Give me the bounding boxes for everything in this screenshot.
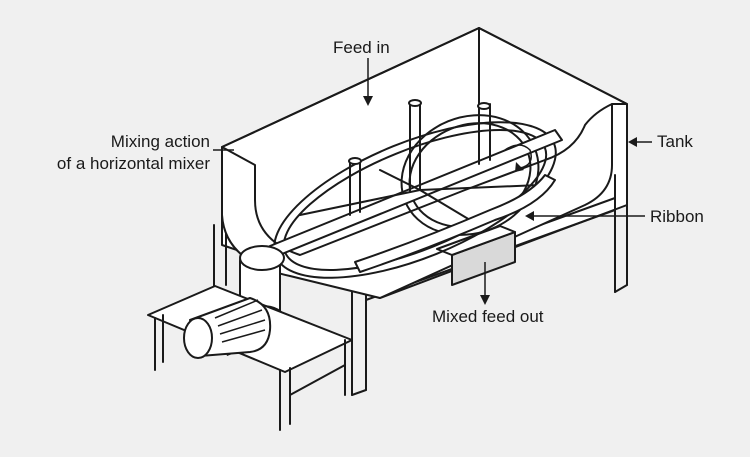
ribbon-leader: [525, 211, 645, 221]
ribbon-agitator: [269, 99, 563, 279]
ribbon-label: Ribbon: [650, 207, 704, 226]
feed-in-arrow: [363, 58, 373, 106]
mixing-action-label-line2: of a horizontal mixer: [56, 154, 210, 173]
discharge-chute: [436, 225, 516, 286]
mixing-action-label-line1: Mixing action: [110, 132, 210, 151]
motor: [183, 297, 272, 359]
mixed-feed-out-label: Mixed feed out: [432, 307, 544, 326]
tank-leader: [628, 137, 652, 147]
tank-label: Tank: [657, 132, 693, 151]
mixed-feed-out-arrow: [480, 262, 490, 305]
feed-in-label: Feed in: [333, 38, 390, 57]
